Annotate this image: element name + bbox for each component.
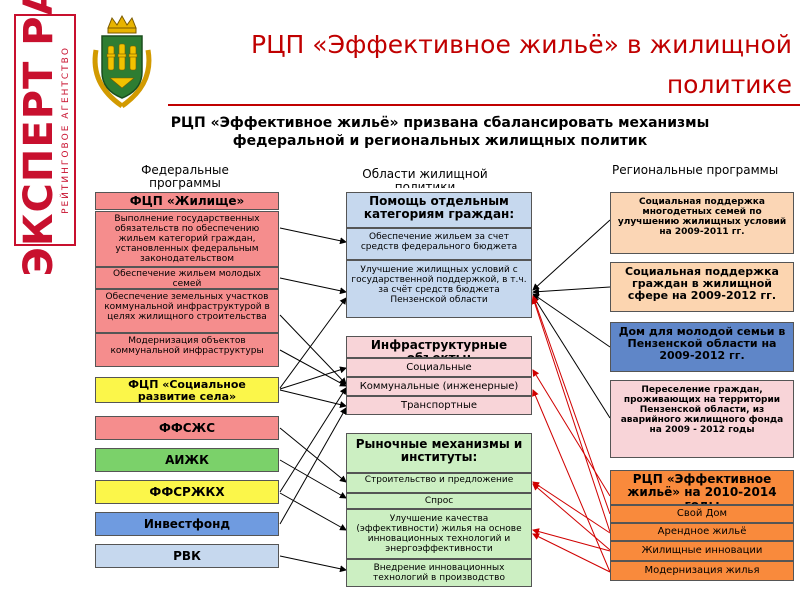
area-help-state-support: Улучшение жилищных условий с государстве… (346, 260, 532, 318)
aizhk-program: АИЖК (95, 448, 279, 472)
link-rental-to-supply (532, 481, 611, 534)
link-fcp-to-federal-housing (279, 227, 347, 245)
expert-ra-logo: ЭКСПЕРТ РА РЕЙТИНГОВОЕ АГЕНТСТВО (14, 0, 76, 277)
area-infrastructure-title: Инфраструктурные объекты: (346, 336, 532, 358)
title-underline (168, 104, 800, 106)
link-r1-to-improvement (532, 219, 611, 291)
area-market-innovation: Внедрение инновационных технологий в про… (346, 559, 532, 587)
fcp-item-young-families: Обеспечение жильем молодых семей (95, 267, 279, 289)
rcp-item-housing-modernization: Модернизация жилья (610, 561, 794, 581)
link-rural-to-social (279, 366, 347, 390)
ffsrzhkh-program: ФФСРЖКХ (95, 480, 279, 504)
link-r3-to-improvement (532, 293, 611, 348)
link-rental-to-improvement (531, 297, 611, 533)
link-rvk-to-innovation (279, 555, 347, 573)
regional-social-support-program: Социальная поддержка граждан в жилищной … (610, 262, 794, 312)
area-infra-social: Социальные (346, 358, 532, 377)
rcp-item-own-home: Свой Дом (610, 505, 794, 523)
link-ffsrzhkh-to-quality (279, 492, 347, 531)
rcp-effective-housing-program: РЦП «Эффективное жильё» на 2010-2014 год… (610, 470, 794, 505)
area-infra-communal: Коммунальные (инженерные) (346, 377, 532, 396)
fcp-item-state-obligations: Выполнение государственных обязательств … (95, 211, 279, 267)
column-heading-federal: Федеральные программы (141, 164, 229, 190)
page-title-line-1: РЦП «Эффективное жильё» в жилищной (251, 30, 792, 59)
ffszhs-program: ФФСЖС (95, 416, 279, 440)
link-rcp-to-social (532, 369, 611, 497)
fcp-item-land-infrastructure: Обеспечение земельных участков коммуналь… (95, 289, 279, 333)
investfond-program: Инвестфонд (95, 512, 279, 536)
link-rural-to-improvement (279, 297, 347, 389)
link-r4-to-improvement (532, 295, 611, 419)
link-land-to-communal (279, 314, 347, 385)
link-modernization-to-communal (279, 349, 347, 387)
link-own-home-to-improvement (531, 295, 611, 515)
column-heading-areas: Области жилищной политики (362, 168, 488, 188)
area-market-quality: Улучшение качества (эффективности) жилья… (346, 509, 532, 559)
area-infra-transport: Транспортные (346, 396, 532, 415)
fcp-rural-development-program: ФЦП «Социальное развитие села» (95, 377, 279, 403)
link-rural-to-transport (279, 389, 347, 408)
link-aizhk-to-demand (279, 459, 347, 499)
regional-large-families-program: Социальная поддержка многодетных семей п… (610, 192, 794, 254)
link-investfond-to-transport (279, 407, 347, 525)
area-market-title: Рыночные механизмы и институты: (346, 433, 532, 473)
link-innovations-to-supply (532, 483, 611, 551)
rvk-program: РВК (95, 544, 279, 568)
link-innovations-to-quality (532, 528, 611, 552)
area-help-federal-budget: Обеспечение жильем за счет средств федер… (346, 228, 532, 260)
link-r2-to-improvement (532, 286, 611, 296)
link-young-families-to-improvement (279, 277, 347, 295)
penza-coat-of-arms-icon (86, 14, 158, 110)
link-modernization-to-communal (532, 389, 611, 573)
area-market-supply: Строительство и предложение (346, 473, 532, 493)
link-ffsrzhkh-to-communal (279, 387, 347, 493)
fcp-housing-program: ФЦП «Жилище» (95, 192, 279, 210)
area-market-demand: Спрос (346, 493, 532, 509)
column-heading-regional: Региональные программы (612, 164, 779, 177)
subtitle-line-1: РЦП «Эффективное жильё» призвана сбаланс… (170, 115, 710, 131)
rcp-item-rental-housing: Арендное жильё (610, 523, 794, 541)
regional-resettlement-program: Переселение граждан, проживающих на терр… (610, 380, 794, 458)
fcp-item-communal-modernization: Модернизация объектов коммунальной инфра… (95, 333, 279, 367)
rcp-item-housing-innovations: Жилищные инновации (610, 541, 794, 561)
link-ffszhs-to-supply (279, 427, 347, 483)
subtitle-line-2: федеральной и региональных жилищных поли… (232, 133, 648, 149)
link-modernization-to-quality (532, 533, 611, 573)
subtitle: РЦП «Эффективное жильё» призвана сбаланс… (120, 114, 760, 150)
regional-young-family-home-program: Дом для молодой семьи в Пензенской облас… (610, 322, 794, 372)
area-help-citizens-title: Помощь отдельным категориям граждан: (346, 192, 532, 228)
page-title-line-2: политике (666, 70, 792, 99)
